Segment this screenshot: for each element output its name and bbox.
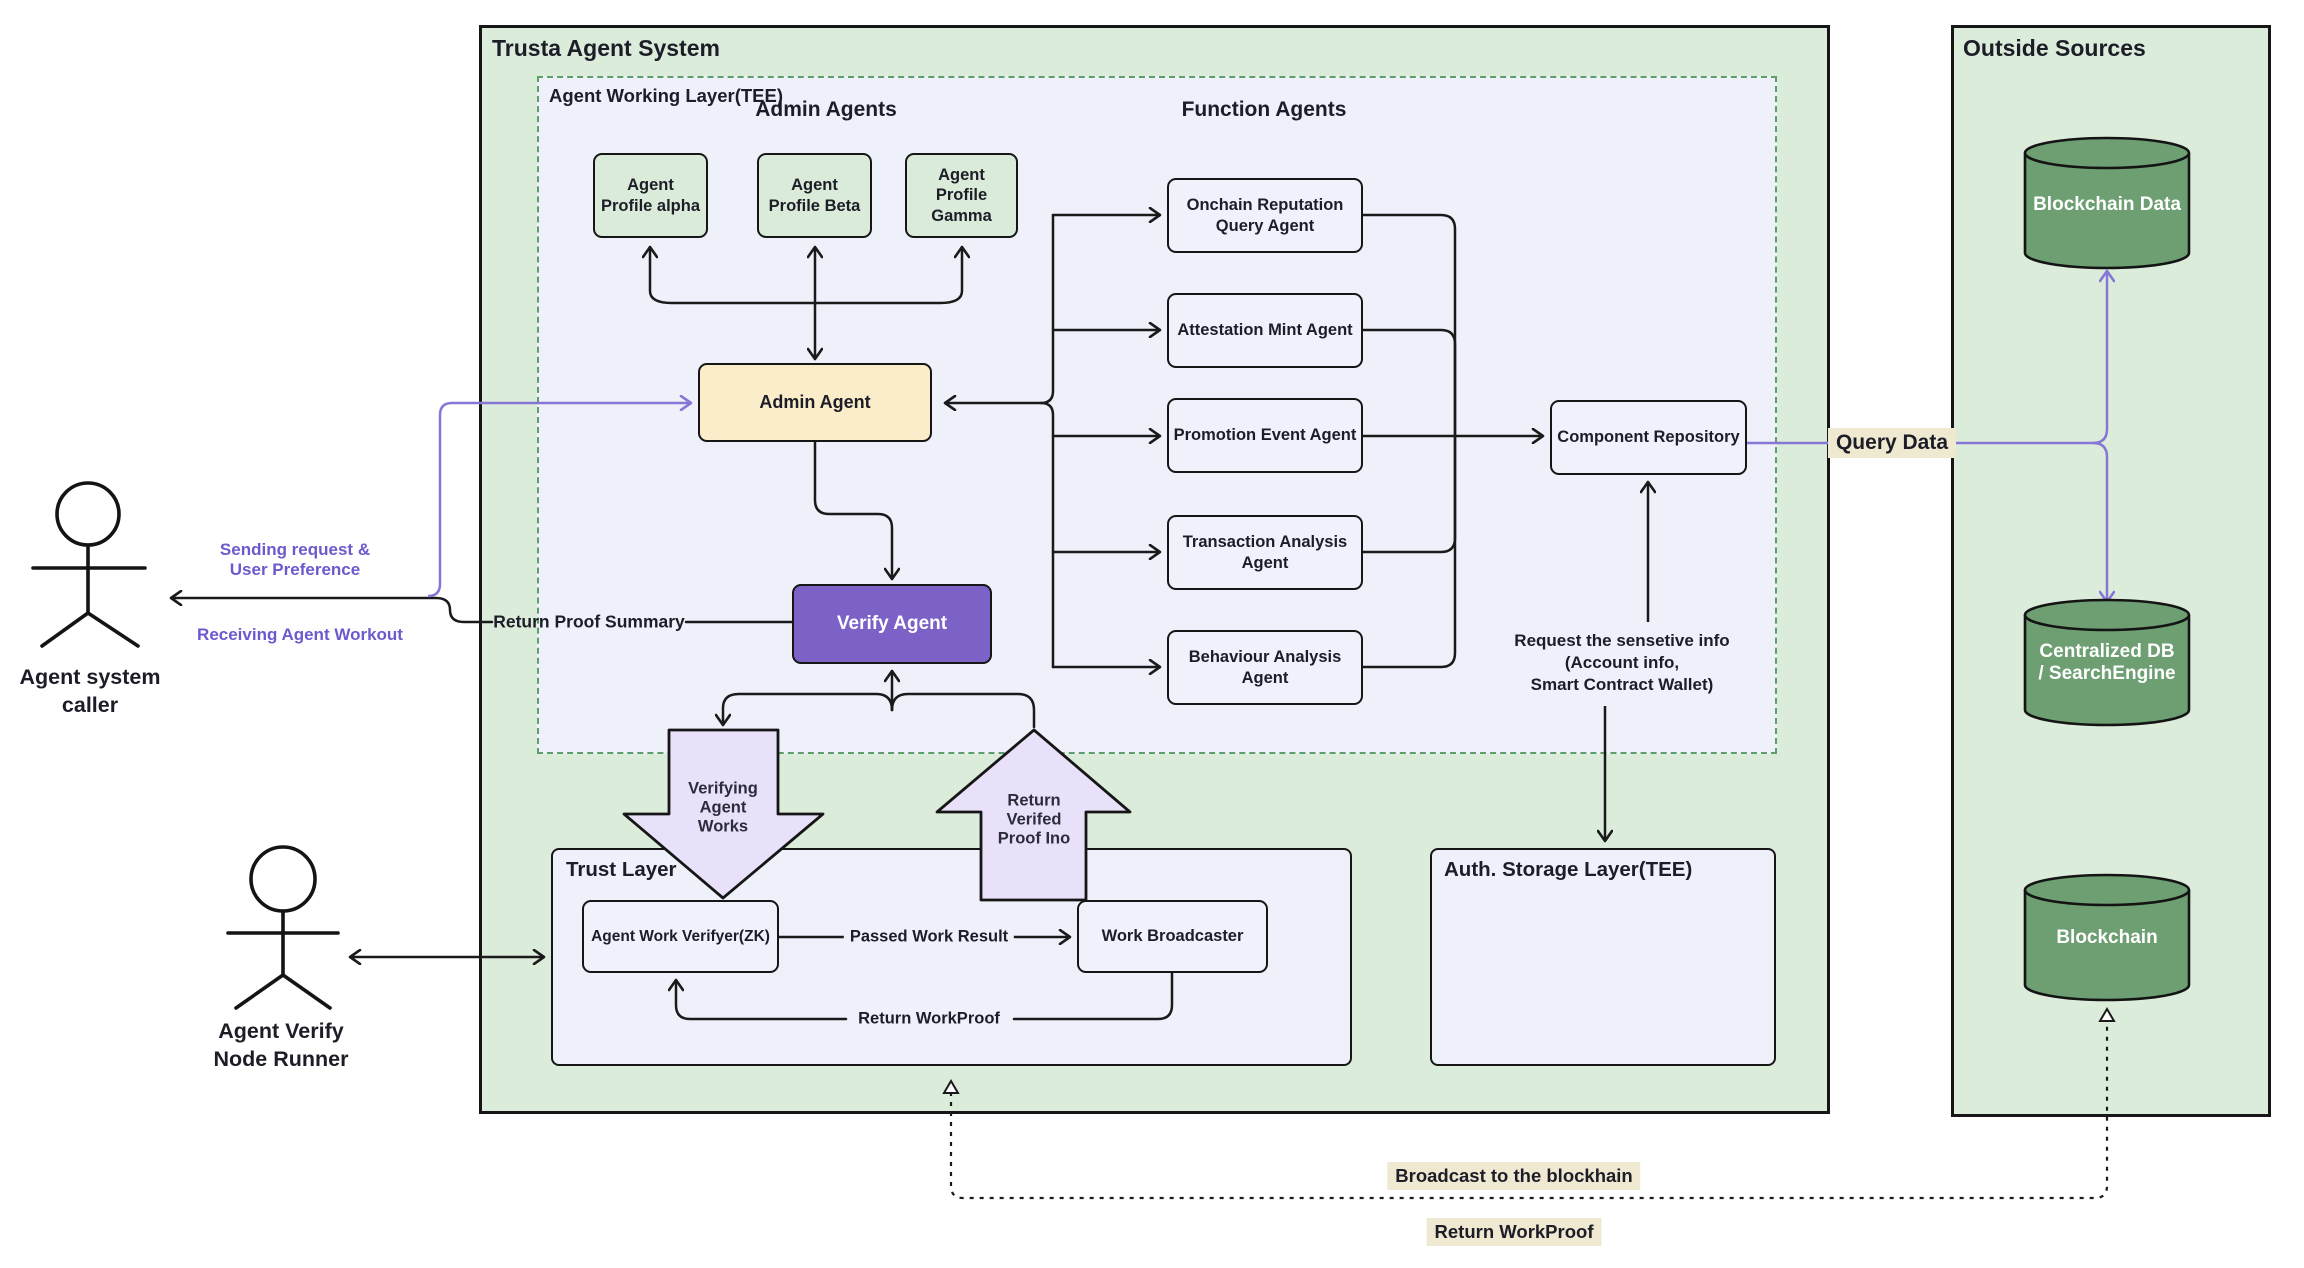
- agent-profile-beta-node: Agent Profile Beta: [757, 153, 872, 238]
- attestation-mint-agent-label: Attestation Mint Agent: [1177, 321, 1353, 340]
- admin-agents-heading: Admin Agents: [755, 98, 897, 121]
- attestation-mint-agent-node: Attestation Mint Agent: [1167, 293, 1363, 368]
- agent-verify-node-runner-label: Agent Verify Node Runner: [213, 1019, 349, 1071]
- promotion-event-agent-label: Promotion Event Agent: [1173, 426, 1357, 445]
- blockchain-label: Blockchain: [2056, 927, 2158, 948]
- passed-work-result-label: Passed Work Result: [843, 927, 1015, 947]
- broadcast-to-blockchain-label: Broadcast to the blockhain: [1387, 1162, 1641, 1190]
- onchain-reputation-query-agent-node: Onchain Reputation Query Agent: [1167, 178, 1363, 253]
- transaction-analysis-agent-label: Transaction Analysis Agent: [1182, 532, 1348, 572]
- outside-sources-title: Outside Sources: [1963, 35, 2146, 61]
- agent-profile-alpha-node: Agent Profile alpha: [593, 153, 708, 238]
- behaviour-analysis-agent-label: Behaviour Analysis Agent: [1188, 647, 1342, 687]
- agent-profile-gamma-node: Agent Profile Gamma: [905, 153, 1018, 238]
- admin-agent-node: Admin Agent: [698, 363, 932, 442]
- verify-fork-connectors: [723, 672, 1036, 729]
- transaction-analysis-agent-node: Transaction Analysis Agent: [1167, 515, 1363, 590]
- centralized-db-label: Centralized DB / SearchEngine: [2038, 641, 2176, 684]
- agent-system-caller-icon: [31, 481, 147, 648]
- behaviour-analysis-agent-node: Behaviour Analysis Agent: [1167, 630, 1363, 705]
- sending-request-label: Sending request & User Preference: [219, 540, 371, 579]
- admin-to-verify-connector: [813, 442, 892, 578]
- request-sensitive-info-label: Request the sensetive info (Account info…: [1514, 630, 1730, 695]
- return-workproof-label: Return WorkProof: [852, 1009, 1006, 1029]
- function-agent-output-connectors: [1361, 213, 1542, 669]
- blockchain-data-label: Blockchain Data: [2033, 194, 2181, 215]
- agent-work-verifier-node: Agent Work Verifyer(ZK): [582, 900, 779, 973]
- function-agents-heading: Function Agents: [1181, 98, 1347, 121]
- onchain-reputation-query-agent-label: Onchain Reputation Query Agent: [1186, 195, 1344, 235]
- return-workproof-bottom-label: Return WorkProof: [1426, 1218, 1602, 1246]
- receiving-workout-label: Receiving Agent Workout: [197, 625, 403, 644]
- agent-working-layer-label: Agent Working Layer(TEE): [549, 85, 784, 106]
- agent-profile-gamma-label: Agent Profile Gamma: [931, 165, 992, 225]
- return-verified-proof-label: Return Verifed Proof Ino: [997, 791, 1071, 848]
- verifying-agent-works-block-arrow: [622, 728, 825, 900]
- verifying-agent-works-label: Verifying Agent Works: [688, 779, 758, 836]
- return-proof-summary-label: Return Proof Summary: [493, 611, 685, 632]
- component-repository-label: Component Repository: [1557, 428, 1740, 447]
- return-verified-proof-block-arrow: [935, 728, 1132, 902]
- agent-verify-node-runner-icon: [226, 845, 340, 1010]
- function-agent-input-connectors: [946, 215, 1159, 667]
- promotion-event-agent-node: Promotion Event Agent: [1167, 398, 1363, 473]
- agent-work-verifier-label: Agent Work Verifyer(ZK): [591, 927, 770, 945]
- query-data-label: Query Data: [1827, 428, 1957, 458]
- auth-storage-title: Auth. Storage Layer(TEE): [1444, 858, 1693, 881]
- blockchain-cylinder-icon: [2023, 873, 2191, 1002]
- component-repository-node: Component Repository: [1550, 400, 1747, 475]
- verify-agent-node: Verify Agent: [792, 584, 992, 664]
- work-broadcaster-node: Work Broadcaster: [1077, 900, 1268, 973]
- trusta-panel-title: Trusta Agent System: [492, 35, 720, 61]
- return-proof-connectors: [172, 598, 794, 624]
- agent-system-caller-label: Agent system caller: [19, 665, 161, 717]
- query-data-connectors: [1745, 272, 2107, 601]
- centralized-db-cylinder-icon: [2023, 598, 2191, 727]
- trust-layer-title: Trust Layer: [566, 858, 677, 881]
- agent-profile-beta-label: Agent Profile Beta: [768, 175, 861, 215]
- blockchain-data-cylinder-icon: [2023, 136, 2191, 270]
- agent-profile-alpha-label: Agent Profile alpha: [600, 175, 701, 215]
- admin-agent-label: Admin Agent: [759, 392, 871, 413]
- work-broadcaster-label: Work Broadcaster: [1101, 927, 1244, 946]
- verify-agent-label: Verify Agent: [836, 613, 948, 635]
- admin-profile-connectors: [650, 248, 962, 358]
- sending-request-connector: [427, 403, 690, 598]
